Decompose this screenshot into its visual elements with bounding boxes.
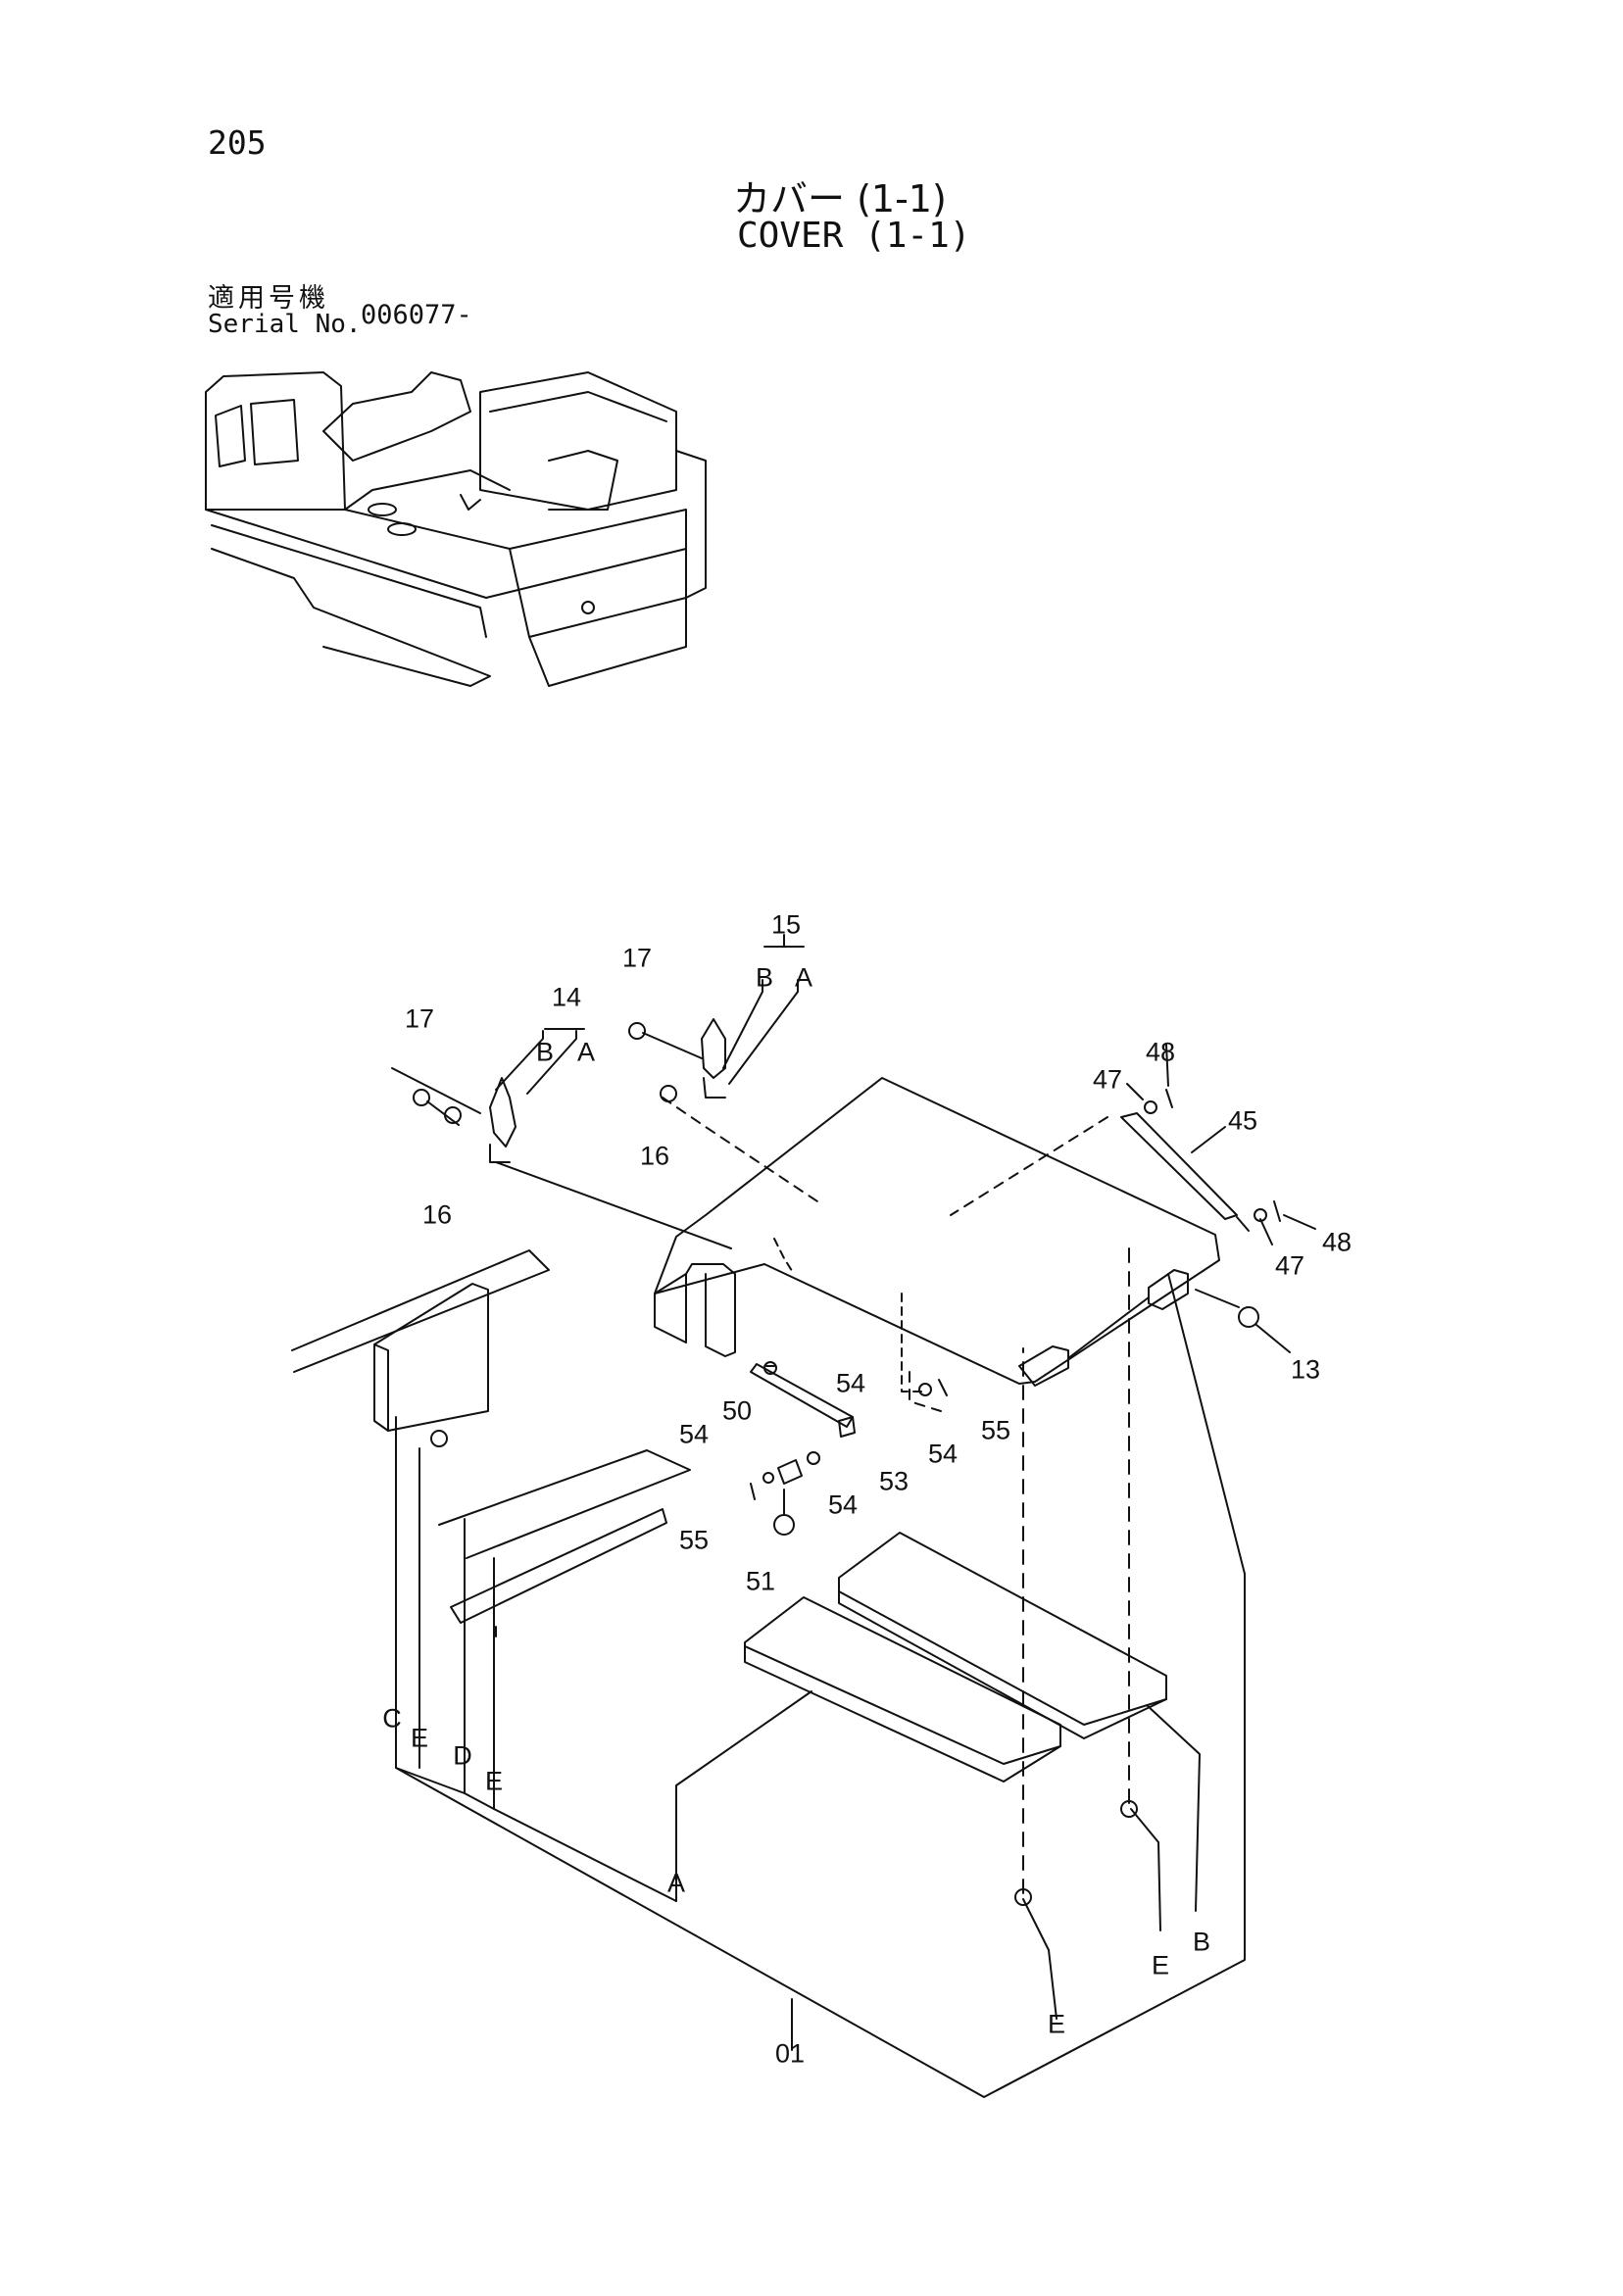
- ref-letter-e-2: E: [484, 1766, 504, 1796]
- floor-board-right-edge: [838, 1590, 1167, 1739]
- callout-47-right: 47: [1274, 1250, 1305, 1281]
- callout-16-right: 16: [639, 1141, 670, 1171]
- callout-50: 50: [721, 1395, 753, 1426]
- ref-letter-a: A: [666, 1868, 686, 1898]
- page-title-japanese: カバー (1-1): [733, 177, 947, 220]
- callout-47-top: 47: [1092, 1064, 1123, 1095]
- serial-label-japanese: 適用号機: [208, 283, 329, 314]
- rail-support-frame: [438, 1449, 691, 1559]
- callout-14-a: A: [576, 1037, 596, 1067]
- callout-55-b: 55: [678, 1525, 710, 1555]
- callout-45: 45: [1227, 1105, 1258, 1136]
- callout-54-c: 54: [827, 1490, 859, 1520]
- floor-board-left: [744, 1596, 1061, 1765]
- callout-01: 01: [774, 2038, 806, 2069]
- excavator-overview-illustration: [205, 371, 707, 687]
- callout-51: 51: [745, 1566, 776, 1596]
- callout-15-a: A: [794, 962, 813, 993]
- ref-letter-e-4: E: [1151, 1950, 1170, 1980]
- ref-letter-b: B: [1192, 1927, 1211, 1957]
- gas-spring-assembly: [950, 1044, 1316, 1246]
- ref-letter-e-3: E: [1047, 2009, 1066, 2039]
- callout-14-b: B: [535, 1037, 555, 1067]
- callout-14: 14: [551, 982, 582, 1012]
- callout-54-a: 54: [835, 1368, 866, 1398]
- ref-letter-e-1: E: [410, 1723, 429, 1753]
- side-cover-panel: [373, 1283, 489, 1432]
- cover-top-panel: [654, 1077, 1220, 1385]
- assembly-frame: [395, 1273, 1246, 2098]
- side-cover-panel-edge: [373, 1343, 389, 1432]
- floor-board-left-edge: [744, 1645, 1061, 1783]
- callout-54-b: 54: [678, 1419, 710, 1449]
- serial-label: Serial No.: [208, 310, 362, 339]
- washer-symbol: [430, 1430, 448, 1447]
- page-number: 205: [208, 123, 267, 162]
- callout-48-right: 48: [1321, 1227, 1352, 1257]
- callout-53: 53: [878, 1466, 910, 1496]
- callout-54-d: 54: [927, 1439, 959, 1469]
- lock-assembly-14: [391, 1028, 732, 1249]
- callout-17-left: 17: [404, 1003, 435, 1034]
- ref-letter-d: D: [453, 1740, 472, 1771]
- hinge-assembly: [1018, 1269, 1291, 1387]
- serial-number-value: 006077-: [361, 300, 472, 330]
- callout-13: 13: [1290, 1354, 1321, 1385]
- ref-letter-c: C: [382, 1703, 402, 1734]
- callout-48-top: 48: [1145, 1037, 1176, 1067]
- diagonal-rail: [450, 1508, 667, 1624]
- callout-17-right: 17: [621, 943, 653, 973]
- callout-55-a: 55: [980, 1415, 1011, 1445]
- stay-rod-assembly: [750, 1293, 948, 1536]
- callout-15-b: B: [755, 962, 774, 993]
- callout-15: 15: [770, 909, 802, 940]
- page-title: COVER (1-1): [737, 216, 971, 256]
- left-side-panel-outline: [291, 1249, 550, 1373]
- callout-16-left: 16: [421, 1199, 453, 1230]
- lock-assembly-15: [628, 934, 824, 1206]
